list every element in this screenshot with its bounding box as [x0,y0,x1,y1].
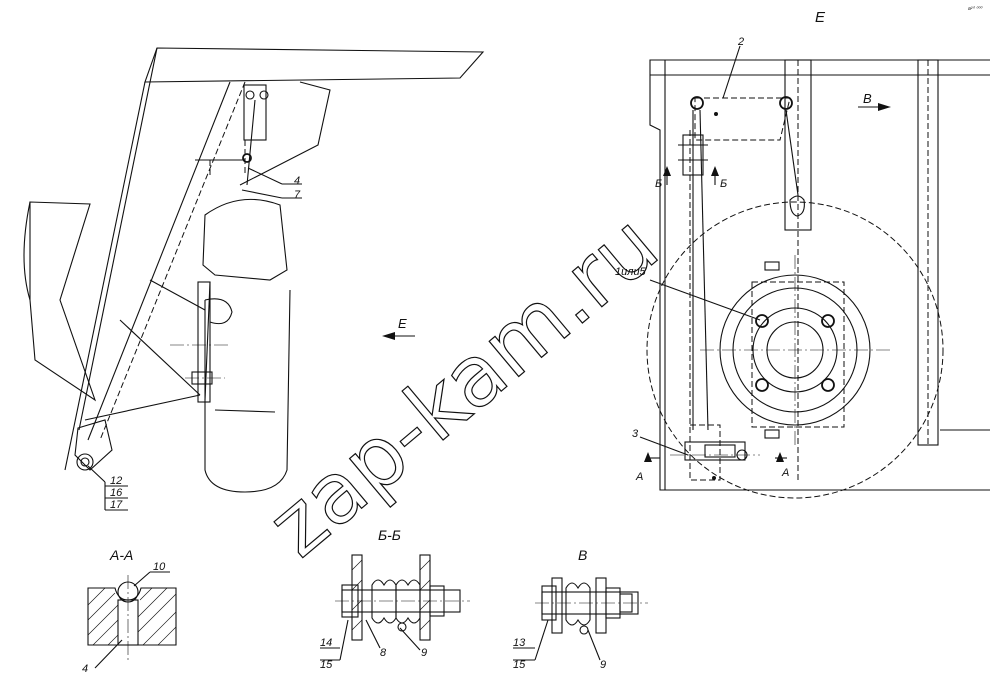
callout-10: 10 [153,561,166,573]
callout-4: 4 [294,175,300,187]
frame-rail [87,81,231,441]
bracket-outline [239,81,331,186]
callout-4b: 4 [82,663,88,675]
callout-16: 16 [110,487,123,499]
callout-13: 13 [513,637,526,649]
callout-1-or-5: 1или5 [615,266,647,278]
cable-right [785,109,799,196]
pulley-bb-2 [395,579,421,624]
arrow-label-a-right: А [781,467,789,479]
body-outline [649,59,990,491]
view-e: Е а²⁰ ⁰⁰⁰ Б Б В [615,6,990,499]
wheel-top-tread [202,198,288,281]
watermark: zap-kam.ru [250,195,676,575]
wheel-nut [755,314,769,328]
view-label-v: В [578,547,587,563]
link-arm [149,279,206,311]
callout-15: 15 [320,659,333,671]
platform-edge [64,81,146,471]
callout-17: 17 [110,499,123,511]
view-v: В 13 15 9 [513,547,648,671]
pulley-bb-1 [371,579,397,624]
view-label-e: Е [815,9,826,26]
hook-ring [789,195,805,217]
arrow-label-e: Е [398,316,407,331]
corner-mark: а²⁰ ⁰⁰⁰ [968,6,983,12]
winch-bracket [243,84,267,141]
plate-right [419,554,431,641]
frame-hidden [99,81,246,441]
plate-v-right [595,577,607,634]
callout-7: 7 [294,189,301,201]
side-view [23,47,485,493]
arrow-label-v: В [863,91,872,106]
arrow-label-a-left: А [635,471,643,483]
callout-14: 14 [320,637,332,649]
wheel-nut [821,378,835,392]
callout-2: 2 [737,36,744,48]
plate-v-left [551,577,563,634]
callout-12: 12 [110,475,122,487]
spare-wheel [646,201,944,499]
upper-bracket [694,97,791,141]
section-aa: А-А 10 4 [82,547,177,675]
section-label-aa: А-А [109,547,133,563]
section-label-bb: Б-Б [378,527,401,543]
platform-frame [78,47,158,431]
section-bb: Б-Б 14 15 8 9 [320,527,470,671]
platform-top [144,47,485,83]
callout-15b: 15 [513,659,526,671]
wheel-hub-bracket [197,281,211,403]
wheel-rim [719,274,871,426]
wheel-nut [821,314,835,328]
pivot-pin [76,453,94,471]
callout-9b: 9 [600,659,606,671]
hook [204,298,233,325]
arrow-label-b-left: Б [655,178,662,190]
cable [246,99,256,186]
pulley-v [565,582,591,626]
wheel-nut [755,378,769,392]
pulley [242,153,252,163]
plate-left [351,554,363,641]
view-arrow-e: Е [382,316,415,340]
link-arm-lower [119,319,201,396]
wheel-body [204,289,291,493]
callout-8: 8 [380,647,387,659]
callout-9: 9 [421,647,427,659]
callout-3: 3 [632,428,639,440]
arrow-label-b-right: Б [720,178,727,190]
side-view-callouts: 4 7 12 16 17 [87,167,302,511]
